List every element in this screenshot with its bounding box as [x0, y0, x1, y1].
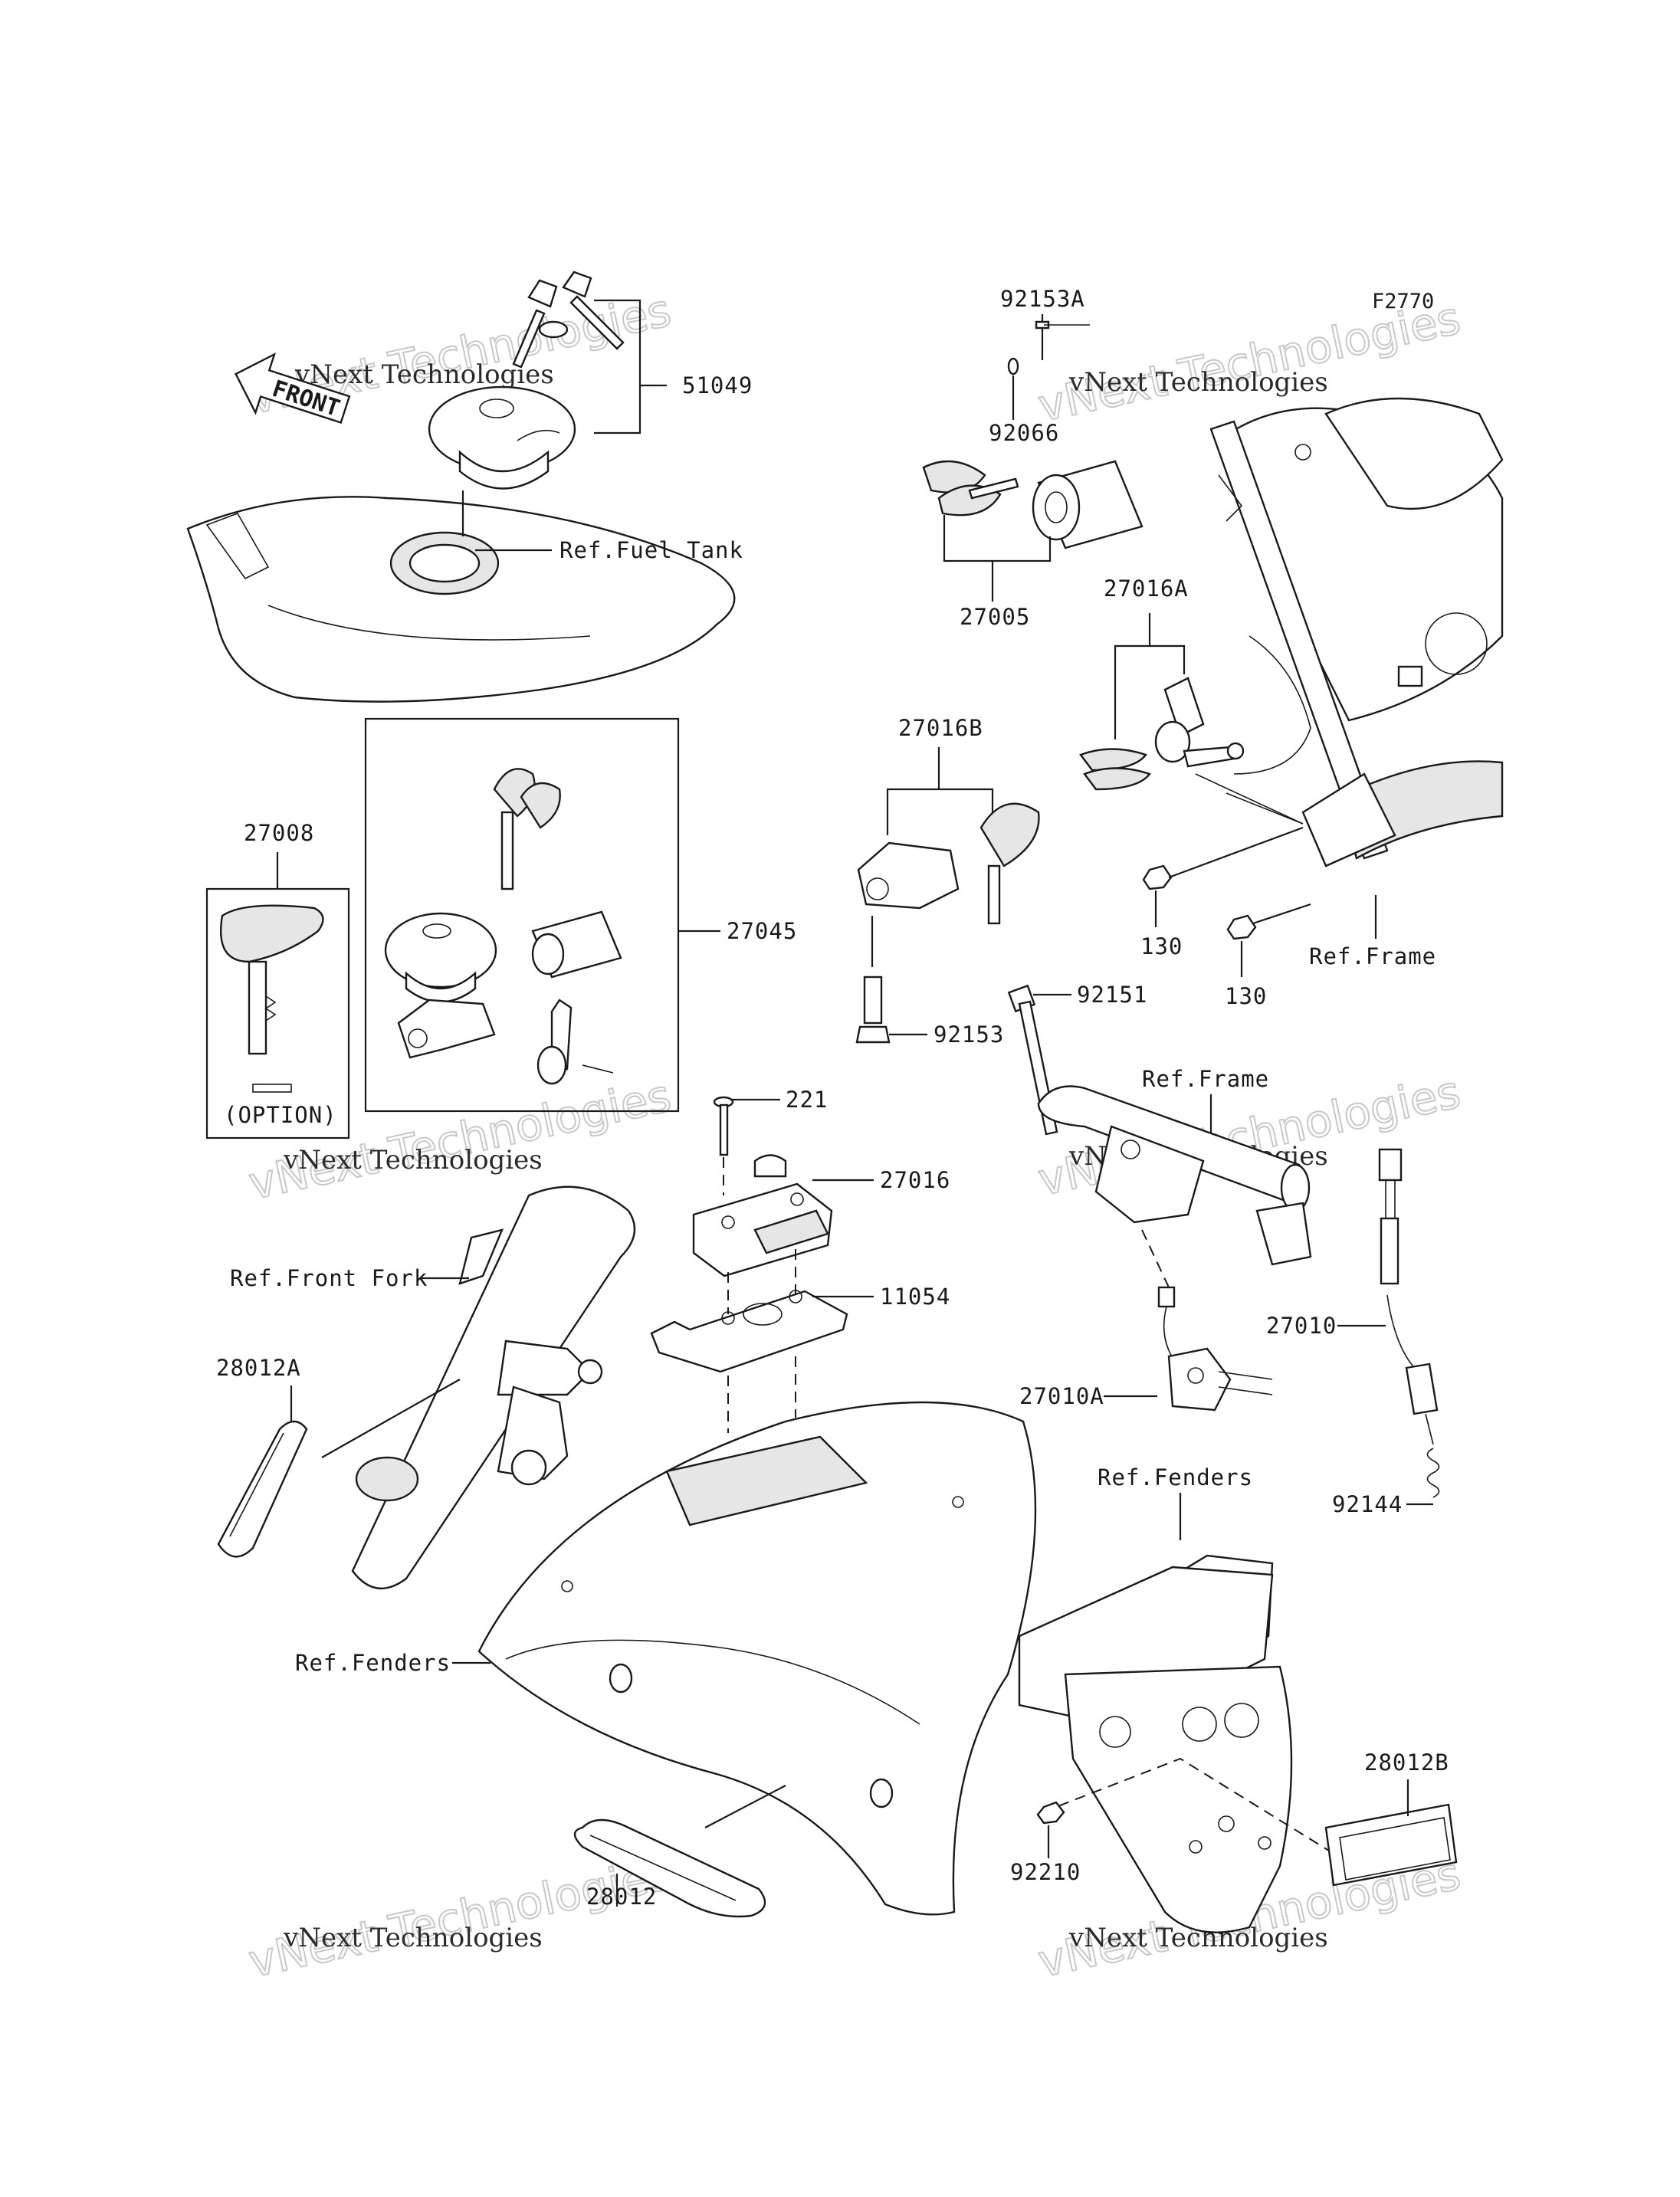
fuel-cap-assembly [186, 271, 736, 703]
part-label-51049: 51049 [682, 372, 753, 398]
key-icon [922, 460, 1019, 516]
watermark-text: vNext Technologies [283, 1145, 543, 1176]
watermark-text: vNext Technologies [244, 1070, 675, 1210]
part-label-130-lower: 130 [1225, 983, 1267, 1009]
key-icon [493, 768, 561, 890]
part-label-92153A: 92153A [1000, 286, 1085, 312]
seat-lock-holder [692, 1154, 833, 1277]
key-icon [220, 904, 324, 1093]
screw-icon [713, 1096, 734, 1156]
front-fork [351, 1185, 636, 1589]
part-label-28012B: 28012B [1364, 1749, 1449, 1776]
watermark-text: vNext Technologies [283, 1923, 543, 1953]
part-label-27008: 27008 [244, 820, 314, 846]
option-key-box [205, 887, 350, 1139]
part-label-27005: 27005 [960, 604, 1030, 630]
ref-label-frame-middle: Ref.Frame [1142, 1066, 1269, 1092]
part-label-28012A: 28012A [216, 1355, 301, 1381]
watermark-text: vNext Technologies [294, 359, 554, 390]
seat-lock-bracket [1154, 677, 1245, 768]
frame-illustration [1209, 397, 1504, 867]
part-label-27010A: 27010A [1019, 1383, 1104, 1409]
front-fender [477, 1401, 1037, 1916]
part-label-92144: 92144 [1332, 1491, 1403, 1517]
lock-holder [857, 841, 960, 910]
watermark-text: vNext Technologies [1068, 367, 1328, 398]
part-label-27016A: 27016A [1104, 575, 1189, 602]
ignition-switch [1032, 460, 1144, 549]
part-label-27016B: 27016B [898, 715, 983, 741]
kit-contents [384, 768, 622, 1085]
diagram-code: F2770 [1372, 290, 1434, 313]
key-icon [979, 802, 1040, 925]
part-label-27010: 27010 [1266, 1313, 1337, 1339]
part-label-92153: 92153 [934, 1021, 1004, 1048]
key-icon [512, 271, 625, 369]
part-label-27045: 27045 [727, 918, 797, 944]
part-label-221: 221 [786, 1087, 828, 1113]
part-label-27016: 27016 [880, 1167, 950, 1193]
reflector-icon [573, 1818, 766, 1918]
key-icon [1079, 748, 1151, 791]
part-label-130-upper: 130 [1140, 933, 1183, 959]
part-label-28012: 28012 [586, 1884, 657, 1910]
ref-label-front-fork: Ref.Front Fork [230, 1265, 428, 1291]
lock-kit-box [364, 717, 680, 1113]
side-stand-switch [1157, 1286, 1273, 1412]
part-label-92210: 92210 [1010, 1859, 1081, 1885]
part-label-92066: 92066 [989, 420, 1059, 446]
part-label-92151: 92151 [1077, 982, 1147, 1008]
reflector-icon [217, 1420, 308, 1558]
ref-label-frame-upper: Ref.Frame [1309, 943, 1436, 969]
frame-tube [1037, 1085, 1312, 1266]
rear-fender-bracket [1018, 1554, 1293, 1933]
lock-plate [650, 1290, 848, 1373]
ref-label-fenders-rear: Ref.Fenders [1098, 1464, 1253, 1490]
part-label-11054: 11054 [880, 1284, 950, 1310]
ref-label-fenders-front: Ref.Fenders [295, 1650, 451, 1676]
brake-light-switch [1378, 1148, 1440, 1498]
option-label: (OPTION) [224, 1102, 337, 1128]
watermark-text: vNext Technologies [244, 1848, 675, 1988]
ref-label-fuel-tank: Ref.Fuel Tank [559, 537, 743, 563]
bolt-icon [855, 976, 891, 1044]
